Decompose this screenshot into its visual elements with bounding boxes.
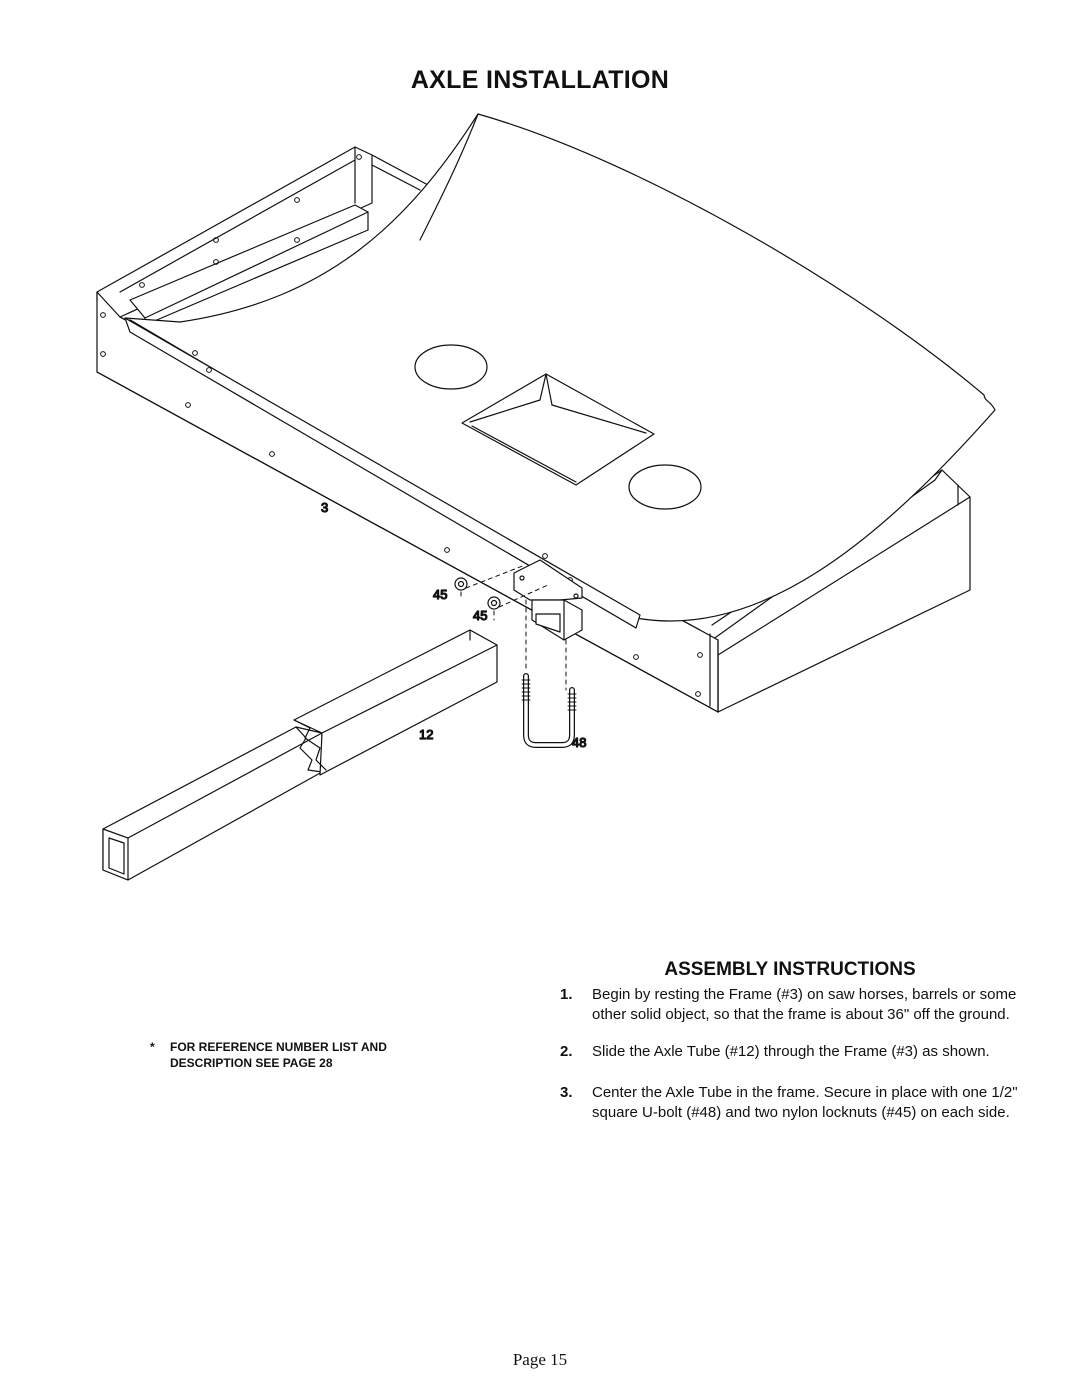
note-asterisk: * [150,1040,155,1054]
step-number: 2. [560,1043,573,1060]
round-hole [414,344,488,390]
page-number: Page 15 [512,1350,568,1369]
callout-frame: 3 [321,500,328,515]
locknut [487,596,501,610]
step-number: 1. [560,986,573,1003]
step-number: 3. [560,1084,573,1101]
assembly-dashed-lines [460,564,567,691]
axle-tube [102,629,498,881]
reference-note: * FOR REFERENCE NUMBER LIST AND DESCRIPT… [150,1039,410,1071]
frame-top-sheet [124,113,996,629]
axle-bracket [513,559,583,641]
assembly-instructions-heading: ASSEMBLY INSTRUCTIONS [664,959,916,980]
callout-u-bolt: 48 [572,735,586,750]
instruction-step: 1. Begin by resting the Frame (#3) on sa… [560,985,1030,1025]
axle-installation-diagram: 3 45 45 12 48 [96,113,996,881]
locknut [454,577,468,591]
step-text: Begin by resting the Frame (#3) on saw h… [592,986,1017,1023]
instruction-step: 3. Center the Axle Tube in the frame. Se… [560,1083,1030,1123]
callout-locknut: 45 [473,608,487,623]
note-text: FOR REFERENCE NUMBER LIST AND DESCRIPTIO… [170,1040,387,1070]
callout-locknut: 45 [433,587,447,602]
step-text: Slide the Axle Tube (#12) through the Fr… [592,1043,990,1060]
u-bolt [521,673,577,748]
square-cutout [461,373,655,486]
step-text: Center the Axle Tube in the frame. Secur… [592,1084,1018,1121]
page-title: AXLE INSTALLATION [410,66,670,94]
instruction-list: 1. Begin by resting the Frame (#3) on sa… [560,985,1030,1123]
frame-bolt-holes [100,154,703,697]
callout-axle-tube: 12 [419,727,433,742]
frame-back-rail [96,146,429,326]
instruction-step: 2. Slide the Axle Tube (#12) through the… [560,1042,1030,1062]
round-hole [628,464,702,510]
